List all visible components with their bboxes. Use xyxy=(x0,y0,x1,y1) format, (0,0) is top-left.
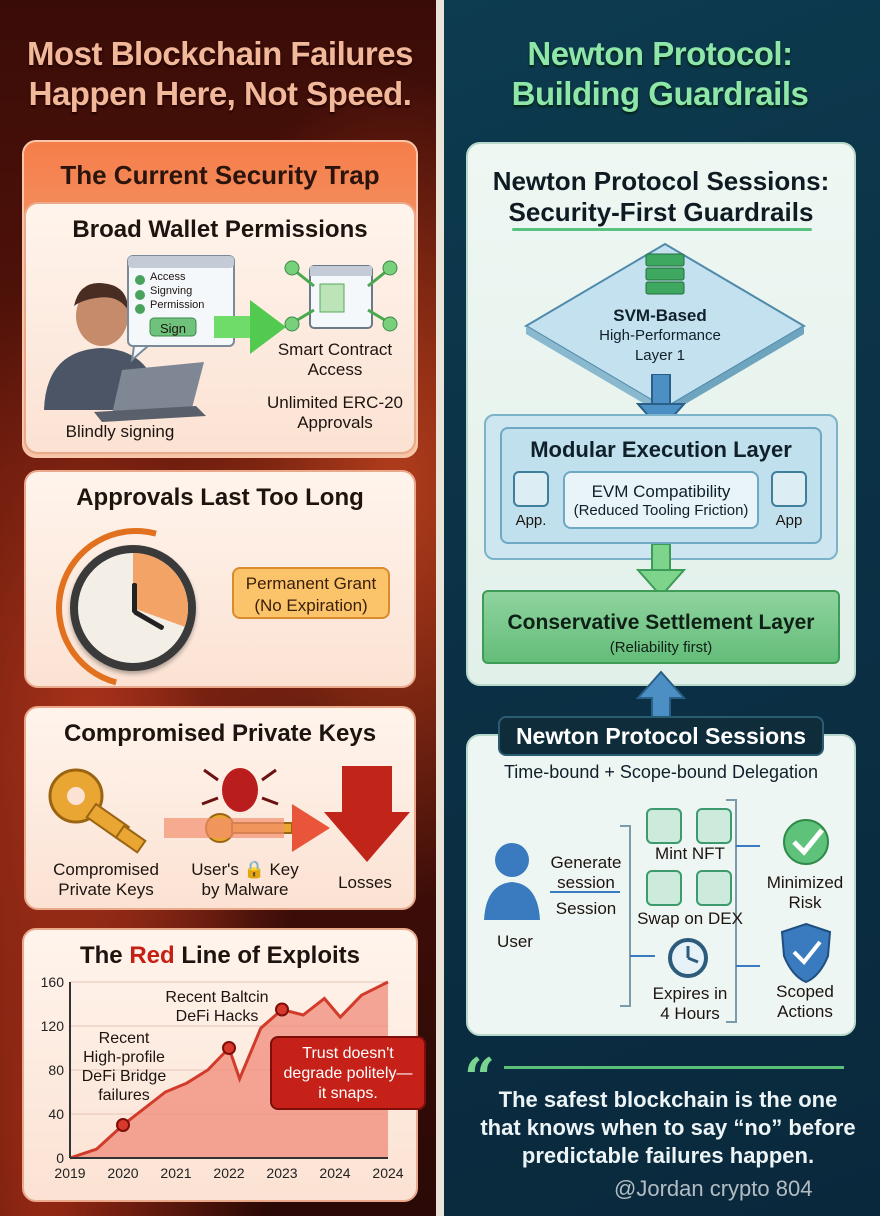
shield-icon xyxy=(780,922,832,984)
sessions-tab[interactable]: Newton Protocol Sessions xyxy=(498,716,824,756)
clock-small-icon xyxy=(668,938,708,978)
arrow-right-icon xyxy=(164,804,330,852)
sign-button[interactable]: Sign xyxy=(159,321,187,336)
y-tick-label: 40 xyxy=(48,1106,64,1122)
x-tick-label: 2023 xyxy=(266,1165,297,1181)
user-label: User xyxy=(497,932,533,951)
x-tick-label: 2020 xyxy=(107,1165,138,1181)
cube-icon xyxy=(513,471,549,507)
arrow-down-icon xyxy=(636,544,686,598)
arrow-right-icon xyxy=(214,300,286,354)
quote-line xyxy=(504,1066,844,1069)
chart-area xyxy=(70,982,388,1158)
chart-title: The Red Line of Exploits xyxy=(79,942,361,969)
x-tick-label: 2024 xyxy=(319,1165,350,1181)
person-icon xyxy=(44,282,160,410)
chart-line xyxy=(69,980,389,1160)
checkmark-circle-icon xyxy=(783,819,829,865)
x-tick-label: 2019 xyxy=(54,1165,85,1181)
generate-session-label: Generate session xyxy=(550,853,622,892)
smart-contract-icon xyxy=(284,260,398,332)
security-trap-title: The Current Security Trap xyxy=(60,160,380,190)
y-tick-label: 0 xyxy=(56,1150,64,1166)
card-wallet-permissions-title: Broad Wallet Permissions xyxy=(72,216,368,243)
store-icon xyxy=(646,808,682,844)
x-tick-label: 2021 xyxy=(160,1165,191,1181)
unlimited-approvals-label: Unlimited ERC-20 Approvals xyxy=(266,393,404,432)
chart-point xyxy=(222,1041,236,1055)
compromised-keys-label: Compromised Private Keys xyxy=(53,860,159,899)
malware-bug-icon xyxy=(201,768,279,812)
laptop-icon xyxy=(94,362,206,422)
expires-label: Expires in 4 Hours xyxy=(652,984,728,1023)
sign-popup-icon xyxy=(127,255,235,363)
right-main-title: Newton Protocol: Building Guardrails xyxy=(511,35,809,112)
nft-icon xyxy=(696,808,732,844)
arrow-up-icon xyxy=(636,670,686,719)
chart-point xyxy=(116,1118,130,1132)
swap-icon xyxy=(646,870,682,906)
exchange-icon xyxy=(696,870,732,906)
user-icon xyxy=(484,843,540,920)
scoped-actions-label: Scoped Actions xyxy=(776,982,834,1021)
evm-box xyxy=(563,471,759,529)
losses-label: Losses xyxy=(338,873,392,892)
compromised-keys-illustration xyxy=(48,766,410,862)
popup-items: Access Signving Permission xyxy=(150,271,205,311)
settlement-label: Conservative Settlement Layer (Reliabili… xyxy=(507,611,815,656)
watermark: @Jordan crypto 804 xyxy=(614,1176,813,1201)
settlement-layer xyxy=(482,590,840,664)
mint-nft-label: Mint NFT xyxy=(655,844,725,863)
layers-stack-icon xyxy=(645,253,685,295)
y-tick-label: 120 xyxy=(41,1018,65,1034)
y-tick-label: 80 xyxy=(48,1062,64,1078)
x-tick-label: 2024 xyxy=(372,1165,403,1181)
app-left-label: App. xyxy=(515,512,547,529)
session-label: Session xyxy=(555,899,617,918)
permanent-grant-tag: Permanent Grant (No Expiration) xyxy=(232,567,390,619)
user-key-malware-label: User's 🔒 Key by Malware xyxy=(191,860,299,899)
smart-contract-label: Smart Contract Access xyxy=(277,340,393,379)
sessions-diagram xyxy=(484,799,832,1023)
quote-mark-icon: “ xyxy=(464,1046,496,1110)
clock-icon xyxy=(70,545,196,671)
minimized-risk-label: Minimized Risk xyxy=(766,873,844,912)
blindly-signing-label: Blindly signing xyxy=(65,422,175,441)
sessions-subtitle: Time-bound + Scope-bound Delegation xyxy=(503,762,819,782)
wallet-illustration xyxy=(44,255,398,422)
svm-layer-diagram xyxy=(524,242,806,420)
evm-label: EVM Compatibility (Reduced Tooling Frict… xyxy=(573,482,749,519)
losses-arrow-down-icon xyxy=(324,766,410,862)
y-tick-label: 160 xyxy=(41,974,65,990)
x-tick-label: 2022 xyxy=(213,1165,244,1181)
swap-dex-label: Swap on DEX xyxy=(637,909,743,928)
app-right-label: App xyxy=(775,512,803,529)
chart-annotation-hacks: Recent Baltcin DeFi Hacks xyxy=(165,989,269,1025)
trust-callout: Trust doesn't degrade politely— it snaps… xyxy=(270,1036,426,1110)
chart-point xyxy=(275,1002,289,1017)
subtitle-underline xyxy=(512,228,812,231)
card-compromised-keys-title: Compromised Private Keys xyxy=(63,720,377,747)
architecture-subtitle: Newton Protocol Sessions: Security-First… xyxy=(492,166,830,227)
panel-divider xyxy=(436,0,444,1216)
blocks-icon xyxy=(771,471,807,507)
exploits-chart: 0 40 80 120 160 2019 2020 2021 2022 2023 2024 2024 xyxy=(41,974,404,1181)
chart-annotation-bridge: Recent High-profile DeFi Bridge failures xyxy=(81,1030,167,1104)
modular-layer-inner xyxy=(500,427,822,544)
card-approvals-long-title: Approvals Last Too Long xyxy=(76,484,364,511)
quote-text: The safest blockchain is the one that kn… xyxy=(480,1087,856,1168)
modular-layer-title: Modular Execution Layer xyxy=(530,437,792,462)
broken-key-icon xyxy=(48,768,147,854)
left-main-title: Most Blockchain Failures Happen Here, No… xyxy=(27,35,413,112)
svm-label: SVM-Based High-Performance Layer 1 xyxy=(599,306,721,364)
